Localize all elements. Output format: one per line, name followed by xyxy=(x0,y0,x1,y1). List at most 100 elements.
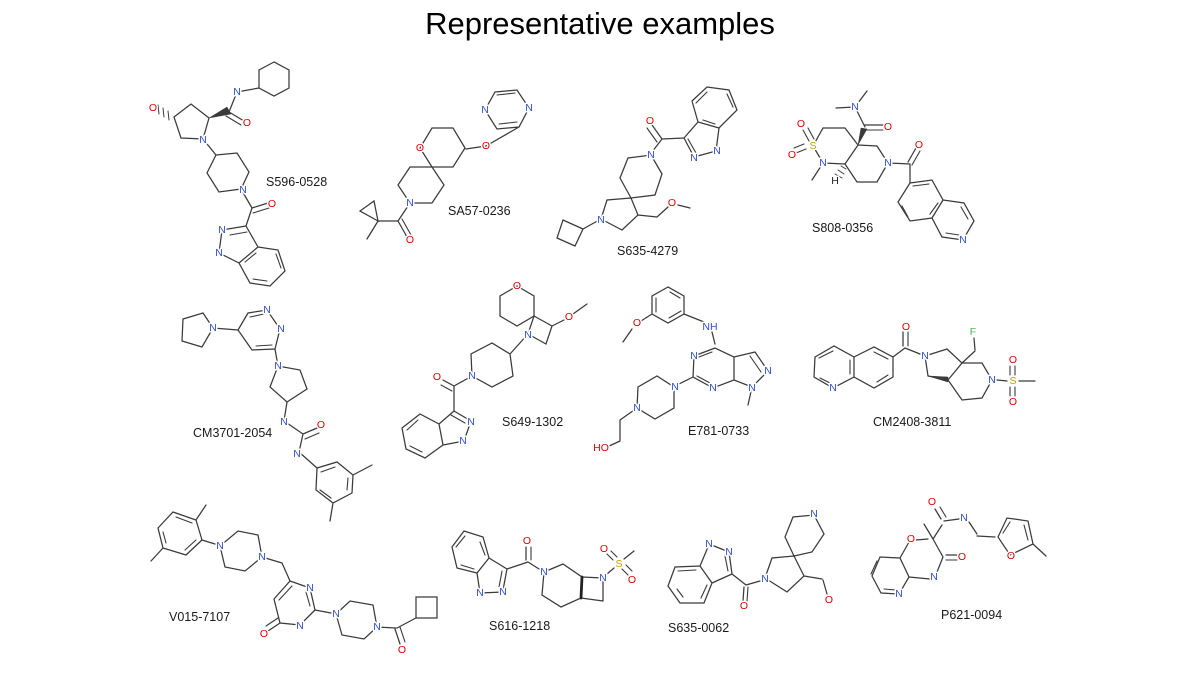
atom-label: N xyxy=(599,572,607,584)
atom-label: N xyxy=(467,416,475,428)
atom-label: N xyxy=(524,329,532,341)
atom-label: O xyxy=(406,234,414,246)
atom-label: N xyxy=(709,382,717,394)
atom-label: N xyxy=(713,145,721,157)
atom-label: F xyxy=(970,326,976,338)
atom-label: O xyxy=(149,102,157,114)
double-bond-lines xyxy=(249,313,349,499)
atom-label: O xyxy=(513,280,521,292)
compound-id-label: S596-0528 xyxy=(266,175,328,189)
double-bond-lines xyxy=(793,127,969,236)
double-bond-lines xyxy=(162,516,406,643)
bond-lines xyxy=(181,309,373,522)
bond-lines xyxy=(401,285,588,459)
wedge-bond xyxy=(927,375,949,383)
atom-label: N xyxy=(647,149,655,161)
atom-label: O xyxy=(825,594,833,606)
atom-label: N xyxy=(764,365,772,377)
atom-label: N xyxy=(373,621,381,633)
atom-label: N xyxy=(209,322,217,334)
bold-bond xyxy=(579,575,584,600)
atom-label: O xyxy=(958,551,966,563)
bond-lines xyxy=(813,331,1036,401)
atom-label: O xyxy=(1009,354,1017,366)
structure-s635-4279: O N N N N O xyxy=(556,86,738,247)
atom-label: S xyxy=(809,140,816,152)
atom-label: O xyxy=(884,121,892,133)
atom-label: N xyxy=(296,620,304,632)
atom-label: O xyxy=(797,118,805,130)
atom-label: O xyxy=(668,197,676,209)
atom-label: N xyxy=(761,573,769,585)
atom-label: N xyxy=(829,382,837,394)
structure-cm3701-2054: N N N N N O N xyxy=(181,303,373,522)
structure-s616-1218: N N O N N S O O xyxy=(451,530,638,608)
wedge-bond xyxy=(857,127,868,146)
atom-label: N xyxy=(406,197,414,209)
atom-label: O xyxy=(523,535,531,547)
atom-label: O xyxy=(633,317,641,329)
atom-label: N xyxy=(481,104,489,116)
atom-label: O xyxy=(740,600,748,612)
atom-label: O xyxy=(260,628,268,640)
atom-label: O xyxy=(243,117,251,129)
bond-lines xyxy=(358,89,530,240)
atom-label: N xyxy=(884,157,892,169)
atom-label: N xyxy=(199,134,207,146)
bond-lines xyxy=(871,508,1047,595)
atom-label: O xyxy=(928,496,936,508)
atom-label: O xyxy=(565,311,573,323)
atom-label: N xyxy=(239,184,247,196)
atom-label: N xyxy=(690,350,698,362)
atom-label: N xyxy=(280,416,288,428)
bond-lines xyxy=(150,504,438,645)
hash-bond xyxy=(157,104,170,121)
structure-e781-0733: O NH N N N N N N HO xyxy=(592,286,773,454)
compound-id-label: S635-4279 xyxy=(617,244,679,258)
hash-bond xyxy=(834,165,847,179)
atom-label: O xyxy=(1007,550,1015,562)
atom-label: O xyxy=(915,139,923,151)
compound-id-label: S808-0356 xyxy=(812,221,874,235)
atom-label: N xyxy=(216,540,224,552)
bond-lines xyxy=(556,86,738,247)
atom-label: H xyxy=(831,175,839,187)
atom-label: N xyxy=(274,360,282,372)
atom-label: N xyxy=(705,538,713,550)
compound-id-label: V015-7107 xyxy=(169,610,231,624)
structure-s596-0528: N O O N N O N N xyxy=(147,61,290,287)
double-bond-lines xyxy=(818,331,1016,397)
atom-label: N xyxy=(459,435,467,447)
atom-label: N xyxy=(959,234,967,246)
atom-label: N xyxy=(921,350,929,362)
compound-id-label: CM2408-3811 xyxy=(873,415,952,429)
double-bond-lines xyxy=(646,91,734,154)
atom-label: N xyxy=(277,323,285,335)
atom-label: N xyxy=(499,586,507,598)
atom-label: N xyxy=(525,102,533,114)
structure-s808-0356: N O O O S N H N O N xyxy=(786,90,975,248)
double-bond-lines xyxy=(676,555,749,602)
atom-label: O xyxy=(788,149,796,161)
atom-label: N xyxy=(671,381,679,393)
double-bond-lines xyxy=(455,535,633,588)
atom-label: O xyxy=(317,419,325,431)
atom-label: HO xyxy=(593,442,609,454)
bond-lines xyxy=(451,530,635,608)
atom-label: O xyxy=(628,574,636,586)
compound-id-label: P621-0094 xyxy=(941,608,1003,622)
atom-label: N xyxy=(960,512,968,524)
atom-label: N xyxy=(306,582,314,594)
atom-label: O xyxy=(268,198,276,210)
atom-label: N xyxy=(215,247,223,259)
double-bond-lines xyxy=(225,115,282,282)
atom-label: O xyxy=(1009,396,1017,408)
atom-label: N xyxy=(633,402,641,414)
atom-label: O xyxy=(646,115,654,127)
atom-label: N xyxy=(988,374,996,386)
structure-sa57-0236: N N O O N O xyxy=(358,89,534,248)
atom-label: N xyxy=(332,608,340,620)
atom-label: N xyxy=(263,304,271,316)
atom-label: N xyxy=(258,551,266,563)
compound-id-label: SA57-0236 xyxy=(448,204,511,218)
